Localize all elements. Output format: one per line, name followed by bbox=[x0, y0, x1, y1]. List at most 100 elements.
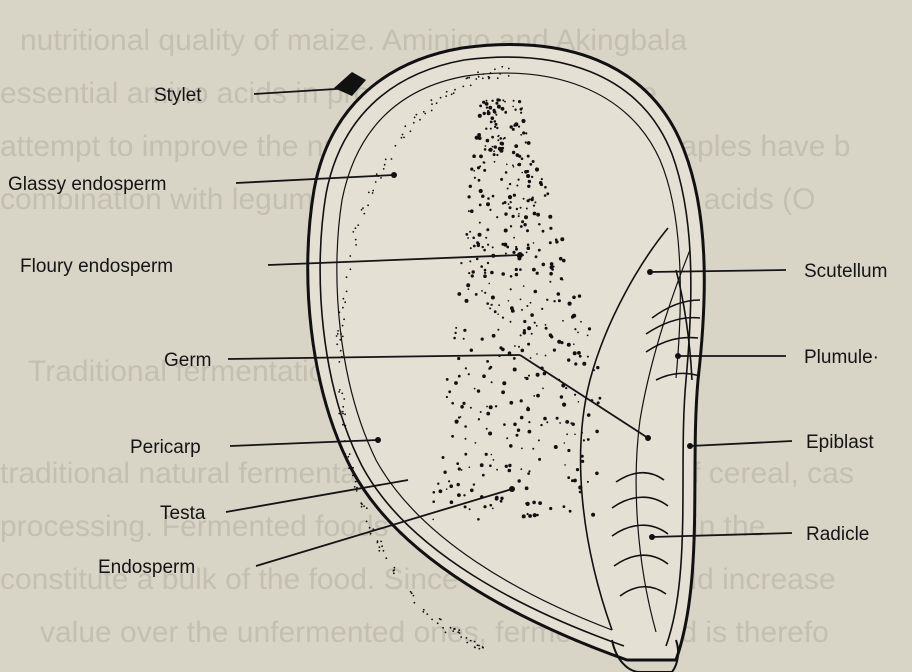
stipple-dot bbox=[526, 229, 529, 232]
stipple-dot bbox=[501, 348, 505, 352]
stipple-dot bbox=[340, 333, 342, 335]
stipple-dot bbox=[450, 627, 452, 629]
stipple-dot bbox=[495, 102, 498, 105]
stipple-dot bbox=[570, 422, 572, 424]
stipple-dot bbox=[513, 357, 516, 360]
stipple-dot bbox=[344, 413, 346, 415]
stipple-dot bbox=[526, 502, 530, 506]
stipple-dot bbox=[549, 281, 551, 283]
stipple-dot bbox=[450, 500, 454, 504]
stipple-dot bbox=[490, 504, 493, 507]
stipple-dot bbox=[472, 270, 475, 273]
stipple-dot bbox=[528, 180, 531, 183]
stipple-dot bbox=[502, 99, 504, 101]
stipple-dot bbox=[508, 469, 512, 473]
point-glassy-endosperm bbox=[391, 172, 397, 178]
stipple-dot bbox=[339, 311, 341, 313]
stipple-dot bbox=[337, 330, 339, 332]
stipple-dot bbox=[489, 77, 491, 79]
stipple-dot bbox=[558, 299, 561, 302]
stipple-dot bbox=[338, 413, 340, 415]
stipple-dot bbox=[481, 338, 484, 341]
stipple-dot bbox=[491, 381, 493, 383]
stipple-dot bbox=[489, 209, 491, 211]
stipple-dot bbox=[486, 412, 490, 416]
stipple-dot bbox=[506, 246, 509, 249]
stipple-dot bbox=[366, 507, 368, 509]
stipple-dot bbox=[501, 390, 505, 394]
stipple-dot bbox=[512, 151, 515, 154]
stipple-dot bbox=[478, 179, 481, 182]
label-scutellum: Scutellum bbox=[804, 261, 887, 282]
stipple-dot bbox=[521, 157, 524, 160]
stipple-dot bbox=[498, 304, 500, 306]
stipple-dot bbox=[455, 420, 459, 424]
stipple-dot bbox=[538, 439, 540, 441]
stipple-dot bbox=[488, 432, 492, 436]
stipple-dot bbox=[466, 78, 468, 80]
stipple-dot bbox=[494, 310, 497, 313]
stipple-dot bbox=[401, 137, 403, 139]
stipple-dot bbox=[419, 119, 421, 121]
stipple-dot bbox=[520, 299, 522, 301]
stipple-dot bbox=[520, 207, 522, 209]
stipple-dot bbox=[566, 433, 568, 435]
stipple-dot bbox=[516, 434, 519, 437]
stipple-dot bbox=[532, 160, 535, 163]
stipple-dot bbox=[489, 464, 492, 467]
stipple-dot bbox=[468, 288, 470, 290]
stipple-dot bbox=[517, 429, 520, 432]
stipple-dot bbox=[514, 144, 518, 148]
stipple-dot bbox=[501, 272, 505, 276]
stipple-dot bbox=[524, 215, 528, 219]
stipple-dot bbox=[593, 369, 595, 371]
stipple-dot bbox=[339, 339, 341, 341]
stipple-dot bbox=[460, 416, 462, 418]
stipple-dot bbox=[536, 514, 539, 517]
stipple-dot bbox=[548, 215, 552, 219]
stipple-dot bbox=[431, 110, 433, 112]
stipple-dot bbox=[574, 362, 577, 365]
stipple-dot bbox=[526, 407, 530, 411]
stipple-dot bbox=[536, 353, 538, 355]
stipple-dot bbox=[562, 403, 566, 407]
stipple-dot bbox=[479, 648, 481, 650]
stipple-dot bbox=[484, 272, 486, 274]
point-floury-endosperm bbox=[517, 252, 523, 258]
point-stylet bbox=[349, 85, 355, 91]
label-plumule: Plumule· bbox=[804, 347, 879, 368]
stipple-dot bbox=[366, 521, 368, 523]
stipple-dot bbox=[538, 223, 540, 225]
stipple-dot bbox=[518, 479, 521, 482]
stipple-dot bbox=[532, 197, 534, 199]
stipple-dot bbox=[462, 402, 465, 405]
stipple-dot bbox=[526, 252, 528, 254]
stipple-dot bbox=[553, 300, 555, 302]
stipple-dot bbox=[531, 176, 533, 178]
stipple-dot bbox=[540, 424, 542, 426]
stipple-dot bbox=[463, 494, 465, 496]
stipple-dot bbox=[536, 394, 540, 398]
stipple-dot bbox=[532, 501, 536, 505]
stipple-dot bbox=[486, 228, 489, 231]
stipple-dot bbox=[466, 637, 468, 639]
stipple-dot bbox=[454, 628, 456, 630]
stipple-dot bbox=[342, 406, 344, 408]
stipple-dot bbox=[504, 229, 508, 233]
stipple-dot bbox=[521, 119, 525, 123]
stipple-dot bbox=[577, 351, 581, 355]
stipple-dot bbox=[544, 194, 547, 197]
stipple-dot bbox=[393, 570, 395, 572]
stipple-dot bbox=[514, 122, 518, 126]
stipple-dot bbox=[536, 325, 538, 327]
stipple-dot bbox=[445, 632, 447, 634]
stipple-dot bbox=[355, 244, 357, 246]
stipple-dot bbox=[504, 212, 507, 215]
stipple-dot bbox=[433, 491, 436, 494]
stipple-dot bbox=[535, 167, 539, 171]
stipple-dot bbox=[488, 106, 492, 110]
stipple-dot bbox=[546, 299, 548, 301]
stipple-dot bbox=[527, 513, 529, 515]
stipple-dot bbox=[543, 417, 547, 421]
